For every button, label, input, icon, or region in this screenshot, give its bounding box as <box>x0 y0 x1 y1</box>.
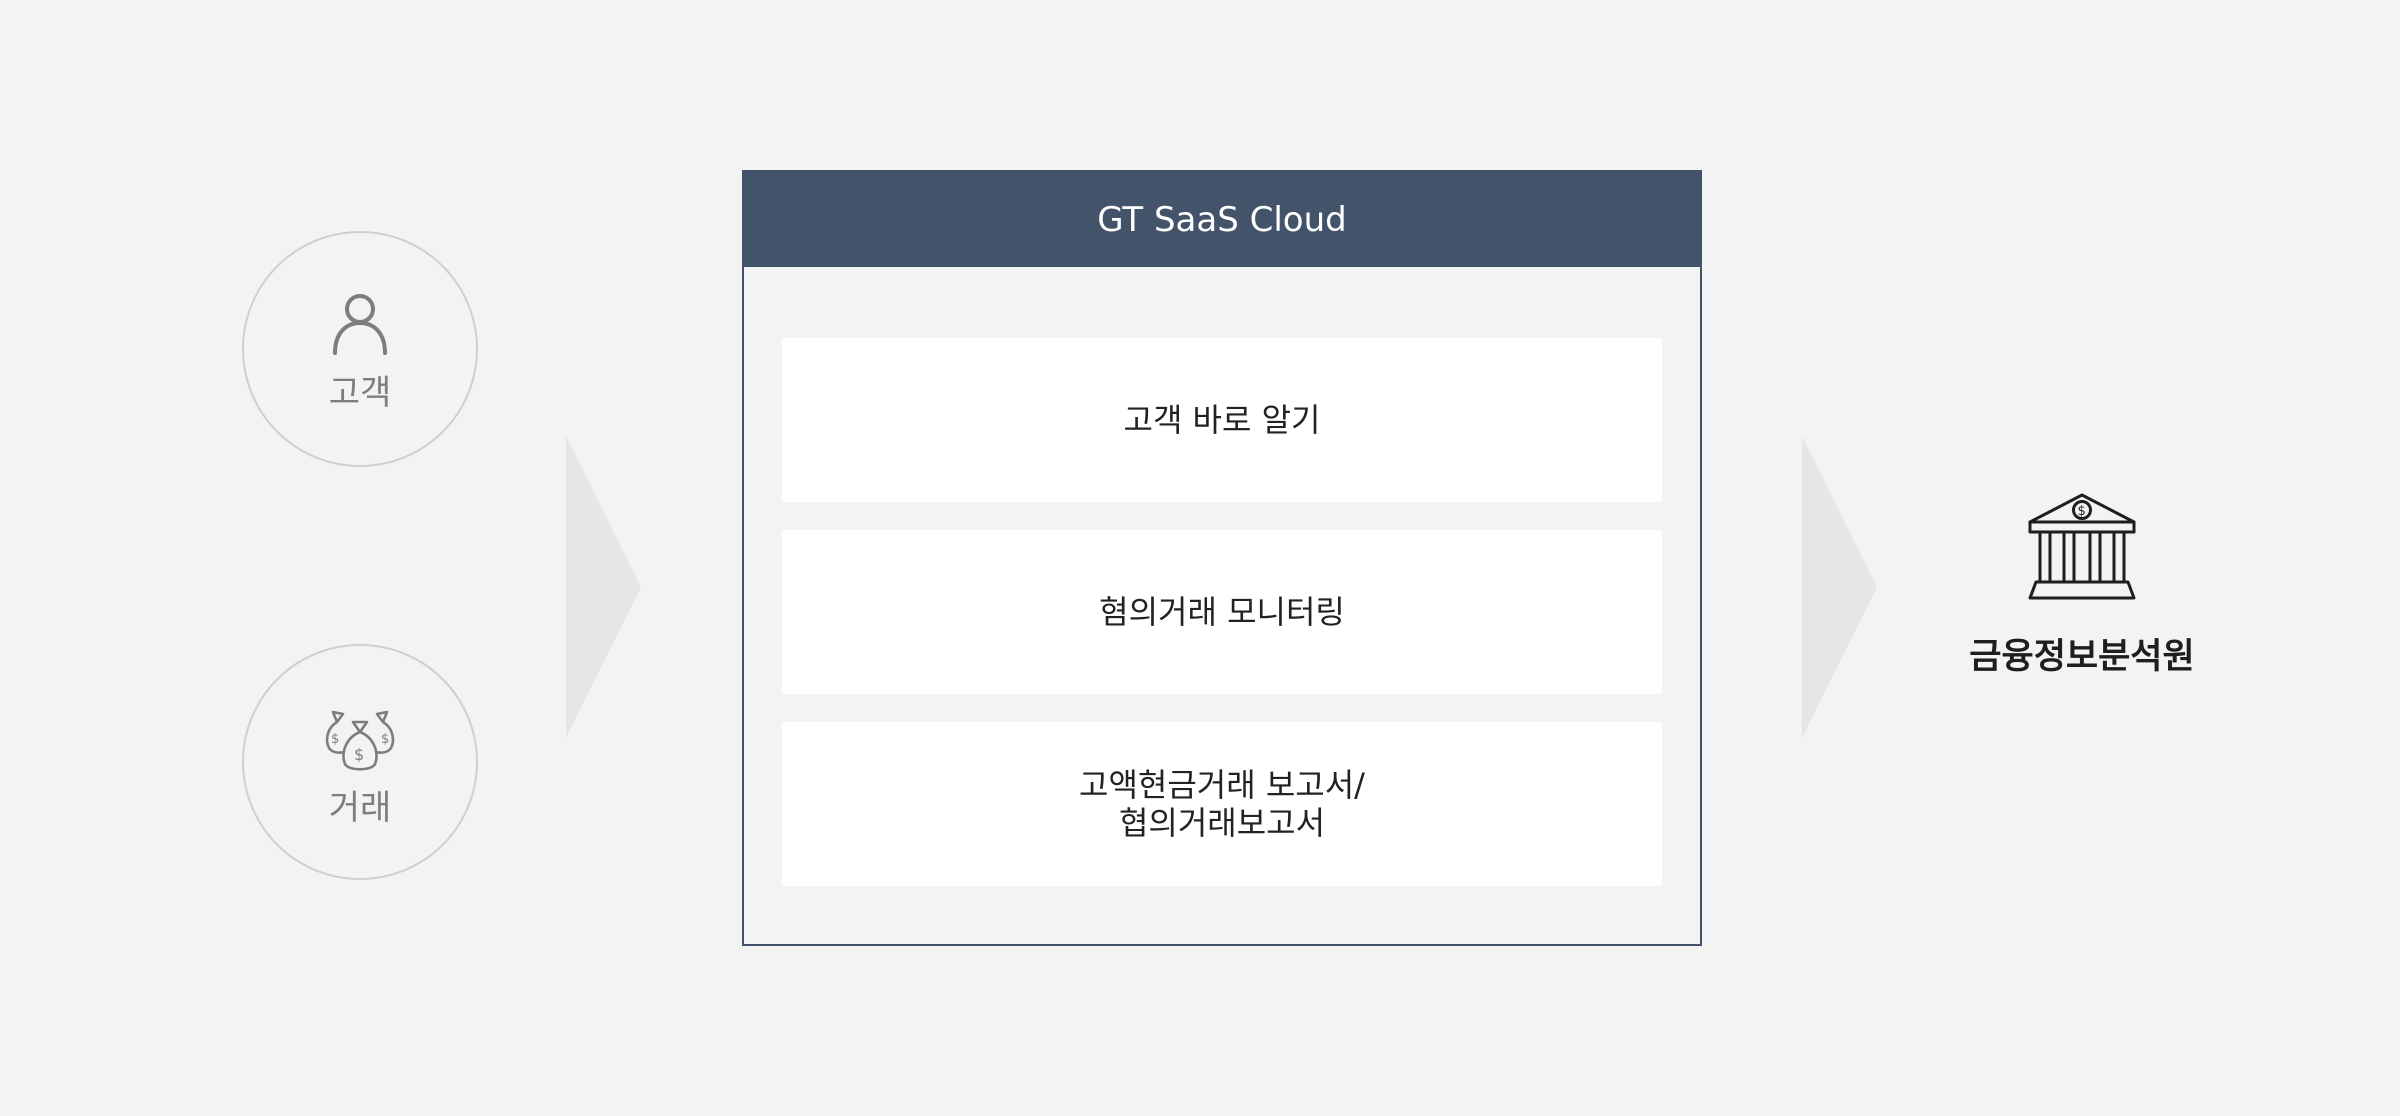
service-box-kyc: 고객 바로 알기 <box>782 338 1662 502</box>
service-label-line-2: 협의거래보고서 <box>1118 804 1326 842</box>
bank-icon: $ <box>2028 493 2136 600</box>
transaction-node: $ $ $ 거래 <box>242 644 478 880</box>
svg-text:$: $ <box>331 732 339 747</box>
fiu-node: $ 금융정보분석원 <box>1962 492 2202 682</box>
service-label-line-1: 고액현금거래 보고서/ <box>1079 766 1365 804</box>
money-bags-icon: $ $ $ <box>325 710 395 771</box>
service-label: 고객 바로 알기 <box>1123 401 1321 439</box>
customer-node: 고객 <box>242 231 478 467</box>
fiu-label: 금융정보분석원 <box>1969 637 2195 677</box>
flow-arrow-left <box>566 436 641 738</box>
svg-text:$: $ <box>2078 504 2086 519</box>
svg-text:$: $ <box>354 745 364 764</box>
saas-platform-box: GT SaaS Cloud 고객 바로 알기 혐의거래 모니터링 고액현금거래 … <box>742 170 1702 946</box>
service-box-reports: 고액현금거래 보고서/ 협의거래보고서 <box>782 722 1662 886</box>
svg-text:$: $ <box>381 732 389 747</box>
customer-label: 고객 <box>328 373 392 413</box>
service-label: 혐의거래 모니터링 <box>1099 593 1345 631</box>
service-box-monitoring: 혐의거래 모니터링 <box>782 530 1662 694</box>
platform-title: GT SaaS Cloud <box>744 172 1700 267</box>
flow-arrow-right <box>1802 436 1877 738</box>
person-icon <box>333 294 387 355</box>
transaction-label: 거래 <box>328 788 392 828</box>
